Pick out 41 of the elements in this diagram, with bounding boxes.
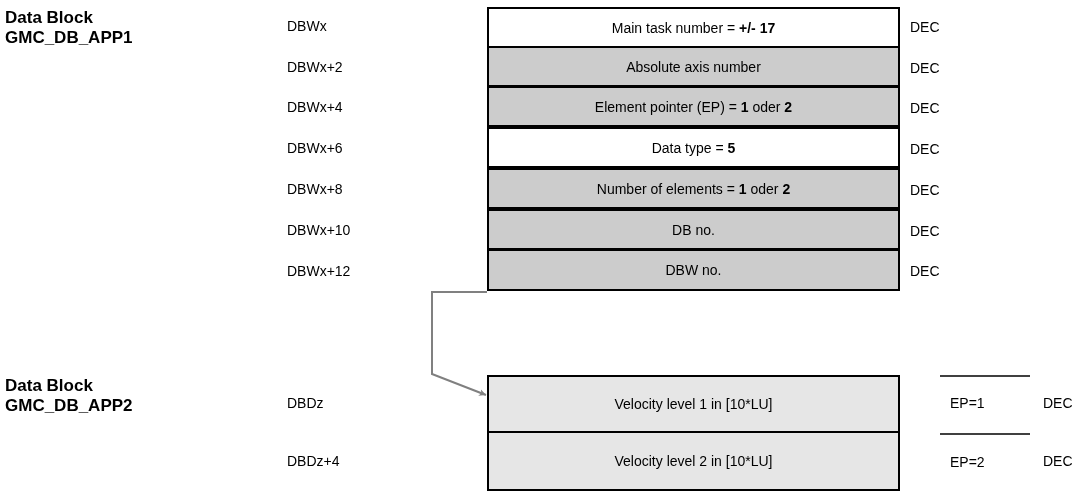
address-label: DBWx (287, 18, 327, 34)
address-label: DBWx+12 (287, 263, 351, 279)
row-text: Velocity level 2 in [10*LU] (614, 453, 773, 469)
row-text: DB no. (672, 221, 715, 238)
format-label: DEC (1043, 453, 1073, 469)
table-row (487, 249, 900, 291)
ep-label: EP=2 (950, 454, 985, 470)
format-label: DEC (910, 222, 940, 239)
format-label: DEC (910, 18, 940, 35)
row-text: Absolute axis number (626, 58, 761, 75)
table-row (487, 431, 900, 491)
table-row (487, 209, 900, 250)
address-label: DBWx+4 (287, 99, 343, 115)
address-label: DBDz (287, 395, 324, 411)
table-row (487, 168, 900, 209)
table-row (487, 46, 900, 87)
address-label: DBDz+4 (287, 453, 340, 469)
table-row (487, 86, 900, 127)
format-label: DEC (1043, 395, 1073, 411)
table-row (487, 375, 900, 433)
table-row (487, 127, 900, 168)
address-label: DBWx+10 (287, 222, 351, 238)
row-text: Main task number = +/- 17 (611, 19, 776, 36)
block-heading: Data Block GMC_DB_APP2 (5, 376, 134, 416)
format-label: DEC (910, 263, 940, 279)
format-label: DEC (910, 181, 940, 198)
address-label: DBWx+2 (287, 59, 343, 75)
row-text: Data type = 5 (651, 139, 736, 156)
row-text: DBW no. (665, 262, 722, 278)
format-label: DEC (910, 99, 940, 116)
address-label: DBWx+8 (287, 181, 343, 197)
row-text: Velocity level 1 in [10*LU] (614, 396, 773, 412)
arrow (431, 291, 488, 396)
format-label: DEC (910, 59, 940, 76)
block-heading: Data Block GMC_DB_APP1 (5, 8, 134, 48)
row-text: Element pointer (EP) = 1 oder 2 (594, 98, 793, 115)
format-label: DEC (910, 140, 940, 157)
ep-label: EP=1 (950, 395, 985, 411)
table-row (487, 7, 900, 48)
address-label: DBWx+6 (287, 140, 343, 156)
row-text: Number of elements = 1 oder 2 (596, 180, 791, 197)
